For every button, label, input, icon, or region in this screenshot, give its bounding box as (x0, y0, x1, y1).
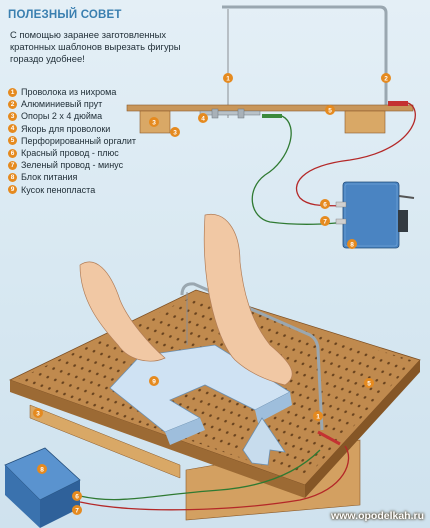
legend-item: 3 Опоры 2 х 4 дюйма (8, 110, 136, 122)
svg-text:3: 3 (173, 130, 177, 137)
svg-text:9: 9 (152, 379, 156, 386)
callout-5: 5 (325, 105, 335, 115)
legend-label: Опоры 2 х 4 дюйма (21, 111, 103, 122)
tip-title: ПОЛЕЗНЫЙ СОВЕТ (8, 9, 122, 21)
callouts: 1 2 3 3 4 5 6 7 8 9 5 3 1 8 6 7 (33, 73, 391, 515)
legend-item: 5 Перфорированный оргалит (8, 135, 136, 147)
green-wire-top (251, 115, 346, 225)
svg-text:3: 3 (152, 120, 156, 127)
aluminum-rod-bottom (180, 282, 324, 431)
svg-text:8: 8 (40, 467, 44, 474)
support-right (344, 110, 386, 134)
callout-1b: 1 (313, 411, 323, 421)
callout-3c: 3 (33, 408, 43, 418)
legend-item: 4 Якорь для проволоки (8, 123, 136, 135)
legend-item: 9 Кусок пенопласта (8, 184, 136, 196)
aluminum-rod (222, 5, 388, 107)
callout-6: 6 (320, 199, 330, 209)
callout-6b: 6 (72, 491, 82, 501)
legend-item: 1 Проволока из нихрома (8, 86, 136, 98)
legend-item: 2 Алюминиевый прут (8, 98, 136, 110)
legend-item: 7 Зеленый провод - минус (8, 159, 136, 171)
legend-item: 6 Красный провод - плюс (8, 147, 136, 159)
svg-text:4: 4 (201, 116, 205, 123)
legend-number: 7 (8, 160, 17, 170)
board-perspective (4, 213, 421, 528)
svg-text:5: 5 (367, 381, 371, 388)
legend-label: Блок питания (21, 172, 78, 183)
callout-3b: 3 (170, 127, 180, 137)
left-hand (79, 261, 166, 362)
svg-text:1: 1 (316, 414, 320, 421)
callout-9: 9 (149, 376, 159, 386)
svg-text:3: 3 (36, 411, 40, 418)
legend-number: 8 (8, 172, 17, 182)
svg-text:5: 5 (328, 108, 332, 115)
site-watermark[interactable]: www.opodelkah.ru (331, 510, 424, 522)
callout-5b: 5 (364, 378, 374, 388)
legend-label: Проволока из нихрома (21, 87, 117, 98)
svg-text:6: 6 (323, 202, 327, 209)
anchor-bolt (199, 110, 261, 116)
callout-8b: 8 (37, 464, 47, 474)
legend-number: 2 (8, 99, 17, 109)
green-plug-top (262, 114, 282, 118)
legend-number: 4 (8, 124, 17, 134)
green-wire-bottom (79, 449, 321, 501)
red-wire-bottom (79, 445, 350, 511)
callout-7: 7 (320, 216, 330, 226)
callout-7b: 7 (72, 505, 82, 515)
red-plug-top (388, 101, 408, 106)
callout-2: 2 (381, 73, 391, 83)
legend-number: 1 (8, 87, 17, 97)
cutout-shape (242, 417, 286, 466)
board-section (126, 104, 414, 112)
legend-number: 5 (8, 136, 17, 146)
svg-text:7: 7 (323, 219, 327, 226)
svg-text:8: 8 (350, 242, 354, 249)
legend-label: Якорь для проволоки (21, 123, 111, 134)
svg-text:1: 1 (226, 76, 230, 83)
legend-number: 9 (8, 185, 17, 195)
legend-label: Красный провод - плюс (21, 148, 119, 159)
legend-item: 8 Блок питания (8, 171, 136, 183)
callout-4: 4 (198, 113, 208, 123)
legend-number: 3 (8, 111, 17, 121)
legend-label: Перфорированный оргалит (21, 135, 137, 146)
legend-label: Алюминиевый прут (21, 99, 103, 110)
legend-number: 6 (8, 148, 17, 158)
callout-3: 3 (149, 117, 159, 127)
svg-text:7: 7 (75, 508, 79, 515)
red-wire-top (295, 102, 416, 207)
power-block-top (342, 181, 400, 249)
callout-8: 8 (347, 239, 357, 249)
svg-text:6: 6 (75, 494, 79, 501)
callout-1: 1 (223, 73, 233, 83)
cross-section (126, 5, 416, 249)
svg-text:2: 2 (384, 76, 388, 83)
right-hand (203, 213, 293, 386)
legend-label: Зеленый провод - минус (21, 160, 124, 171)
legend-label: Кусок пенопласта (21, 184, 96, 195)
tip-description: С помощью заранее заготовленных кратонны… (10, 29, 181, 64)
